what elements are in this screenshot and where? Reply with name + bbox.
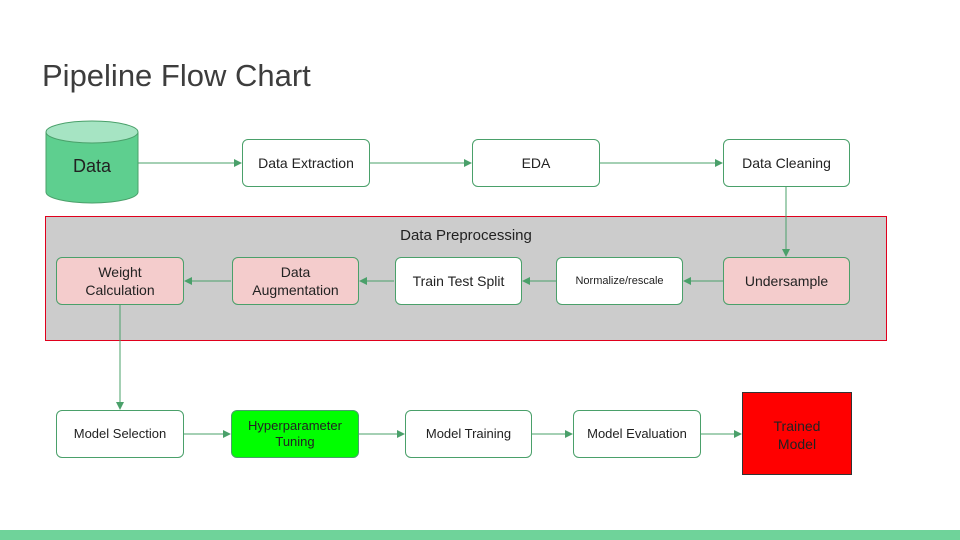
- node-train-test-split: Train Test Split: [395, 257, 522, 305]
- page-title: Pipeline Flow Chart: [42, 58, 311, 93]
- node-model-training: Model Training: [405, 410, 532, 458]
- node-undersample: Undersample: [723, 257, 850, 305]
- node-model-evaluation: Model Evaluation: [573, 410, 701, 458]
- data-preprocessing-label: Data Preprocessing: [400, 227, 532, 244]
- node-weight-calculation: Weight Calculation: [56, 257, 184, 305]
- node-normalize-rescale: Normalize/rescale: [556, 257, 683, 305]
- node-trained-model: Trained Model: [742, 392, 852, 475]
- node-hyperparameter-tuning: Hyperparameter Tuning: [231, 410, 359, 458]
- node-model-selection: Model Selection: [56, 410, 184, 458]
- database-cylinder-icon: [45, 120, 139, 204]
- footer-bar: [0, 530, 960, 540]
- database-label: Data: [72, 156, 112, 176]
- node-data-cleaning: Data Cleaning: [723, 139, 850, 187]
- node-data-extraction: Data Extraction: [242, 139, 370, 187]
- node-data-augmentation: Data Augmentation: [232, 257, 359, 305]
- node-eda: EDA: [472, 139, 600, 187]
